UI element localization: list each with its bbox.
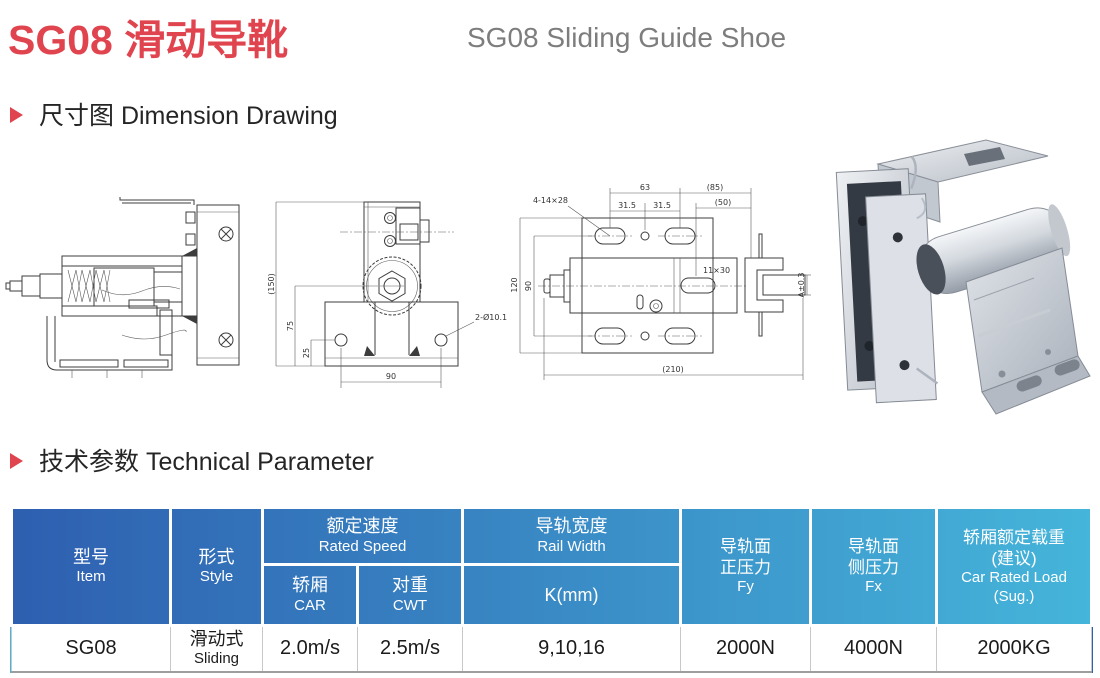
header-rail-width-zh: 导轨宽度 bbox=[535, 516, 608, 537]
header-fy-en: Fy bbox=[737, 578, 754, 596]
header-load-zh2: (建议) bbox=[991, 548, 1037, 568]
header-fy: 导轨面 正压力 Fy bbox=[679, 506, 813, 627]
header-style-zh: 形式 bbox=[198, 546, 235, 567]
header-rail-width: 导轨宽度 Rail Width bbox=[461, 506, 683, 566]
header-rail-width-en: Rail Width bbox=[537, 537, 606, 555]
header-rated-speed: 额定速度 Rated Speed bbox=[260, 506, 465, 566]
header-cwt: 对重 CWT bbox=[355, 563, 465, 627]
cell-style-zh: 滑动式 bbox=[189, 629, 244, 650]
dim-label: A±0.3 bbox=[797, 273, 806, 298]
section-bullet-icon bbox=[10, 107, 23, 123]
cell-rail-width: 9,10,16 bbox=[462, 625, 682, 673]
dim-label: 90 bbox=[524, 281, 533, 291]
section-title: 尺寸图 Dimension Drawing bbox=[39, 102, 338, 130]
header-style-en: Style bbox=[199, 568, 234, 586]
header-load-en1: Car Rated Load bbox=[961, 569, 1067, 586]
dim-label: 4-14×28 bbox=[533, 196, 568, 205]
cell-item: SG08 bbox=[11, 625, 171, 673]
page-subtitle: SG08 Sliding Guide Shoe bbox=[467, 22, 787, 53]
dim-label: 25 bbox=[302, 348, 311, 358]
cell-car-speed: 2.0m/s bbox=[262, 625, 358, 673]
header-fx-en: Fx bbox=[865, 578, 882, 596]
side-section-drawing bbox=[2, 150, 252, 405]
table-row: SG08 滑动式 Sliding 2.0m/s 2.5m/s 9,10,16 2… bbox=[11, 625, 1093, 673]
header-car-en: CAR bbox=[294, 596, 326, 614]
header-rated-speed-zh: 额定速度 bbox=[326, 516, 399, 537]
header-fx-zh1: 导轨面 bbox=[848, 536, 900, 556]
dim-label: 11×30 bbox=[703, 266, 730, 275]
section-dimension-drawing: 尺寸图 Dimension Drawing bbox=[10, 96, 338, 132]
dim-label: (85) bbox=[707, 183, 723, 192]
dim-label: 2-Ø10.1 bbox=[475, 312, 507, 322]
cell-style-en: Sliding bbox=[193, 650, 240, 668]
dim-label: 31.5 bbox=[653, 201, 671, 210]
dim-label: 75 bbox=[286, 321, 295, 331]
header-fy-zh2: 正压力 bbox=[720, 558, 772, 578]
header-car-rated-load: 轿厢额定载重 (建议) Car Rated Load (Sug.) bbox=[935, 506, 1094, 627]
dim-label: (210) bbox=[662, 365, 684, 374]
top-view-drawing: 4-14×28 63 (85) 31.5 31.5 (50) 11×30 120… bbox=[508, 148, 813, 420]
header-fx: 导轨面 侧压力 Fx bbox=[809, 506, 939, 627]
product-photo-svg bbox=[835, 139, 1091, 415]
cell-fy: 2000N bbox=[680, 625, 812, 673]
front-view-drawing: (150) 75 25 90 2-Ø10.1 bbox=[268, 150, 510, 418]
cell-fx: 4000N bbox=[810, 625, 938, 673]
header-load-en2: (Sug.) bbox=[993, 587, 1035, 605]
header-k-mm-label: K(mm) bbox=[544, 584, 599, 605]
cell-style: 滑动式 Sliding bbox=[170, 625, 263, 673]
header-fy-zh1: 导轨面 bbox=[720, 536, 772, 556]
dim-label: 90 bbox=[386, 372, 396, 381]
header-cwt-zh: 对重 bbox=[392, 575, 428, 596]
cell-load: 2000KG bbox=[936, 625, 1093, 673]
header-style: 形式 Style bbox=[169, 506, 264, 627]
header-item-en: Item bbox=[76, 568, 106, 586]
header-car: 轿厢 CAR bbox=[261, 563, 359, 627]
header-cwt-en: CWT bbox=[392, 596, 428, 614]
top-view-svg: 4-14×28 63 (85) 31.5 31.5 (50) 11×30 120… bbox=[510, 183, 811, 380]
technical-parameter-table: 型号 Item 形式 Style 额定速度 Rated Speed 导轨宽度 R… bbox=[10, 506, 1094, 673]
header-item-zh: 型号 bbox=[73, 546, 109, 567]
side-section-svg bbox=[5, 197, 240, 378]
header-rated-speed-en: Rated Speed bbox=[318, 537, 407, 555]
dim-label: (50) bbox=[715, 198, 731, 207]
header-item: 型号 Item bbox=[10, 506, 172, 627]
header-load-zh1: 轿厢额定载重 bbox=[963, 527, 1066, 547]
front-view-svg: (150) 75 25 90 2-Ø10.1 bbox=[268, 201, 507, 388]
dim-label: 31.5 bbox=[618, 201, 636, 210]
dim-label: 120 bbox=[510, 277, 519, 292]
page-title: SG08 滑动导靴 bbox=[8, 17, 289, 63]
dim-label: 63 bbox=[640, 183, 650, 192]
section-technical-parameter: 技术参数 Technical Parameter bbox=[10, 442, 374, 478]
section-bullet-icon bbox=[10, 453, 23, 469]
section-title: 技术参数 Technical Parameter bbox=[39, 448, 374, 476]
cell-cwt-speed: 2.5m/s bbox=[356, 625, 464, 673]
dim-label: (150) bbox=[268, 273, 276, 295]
header-fx-zh2: 侧压力 bbox=[848, 558, 900, 578]
product-photo bbox=[816, 130, 1094, 420]
header-car-zh: 轿厢 bbox=[292, 575, 328, 596]
header-k-mm: K(mm) bbox=[461, 563, 683, 627]
